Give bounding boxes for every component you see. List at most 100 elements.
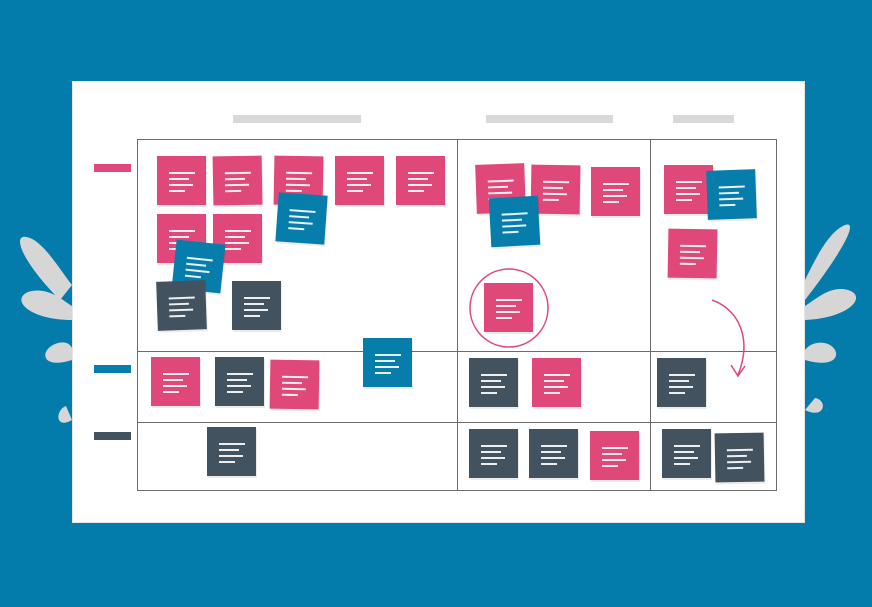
- note-text-line: [169, 236, 189, 238]
- note-text-line: [542, 198, 559, 201]
- sticky-note[interactable]: [156, 280, 207, 331]
- note-text-line: [186, 256, 213, 261]
- note-text-line: [227, 373, 253, 375]
- note-text-line: [676, 193, 700, 195]
- note-text-line: [603, 195, 627, 197]
- sticky-note[interactable]: [590, 431, 639, 480]
- note-text-line: [541, 457, 565, 459]
- note-text-line: [244, 309, 268, 311]
- note-text-line: [488, 191, 513, 194]
- note-text-line: [186, 262, 207, 267]
- note-text-line: [481, 374, 507, 376]
- note-text-line: [674, 463, 690, 465]
- note-text-line: [168, 302, 189, 305]
- note-text-line: [224, 171, 251, 174]
- note-text-line: [541, 463, 557, 465]
- note-text-line: [496, 317, 512, 319]
- row-label-3: [94, 432, 131, 440]
- column-header-3: [673, 115, 734, 123]
- note-text-line: [487, 185, 508, 188]
- note-text-line: [544, 380, 564, 382]
- note-text-line: [676, 181, 702, 183]
- note-text-line: [669, 392, 685, 394]
- note-text-line: [679, 262, 696, 265]
- note-text-line: [225, 230, 251, 232]
- sticky-note[interactable]: [469, 358, 518, 407]
- note-text-line: [244, 297, 270, 299]
- sticky-note[interactable]: [207, 427, 256, 476]
- note-text-line: [227, 379, 247, 381]
- sticky-note[interactable]: [232, 281, 281, 330]
- board-grid: [137, 139, 777, 491]
- note-text-line: [502, 230, 519, 234]
- sticky-note[interactable]: [151, 357, 200, 406]
- note-text-line: [544, 392, 560, 394]
- note-text-line: [168, 296, 195, 299]
- note-text-line: [718, 191, 739, 194]
- note-text-line: [408, 190, 424, 192]
- note-text-line: [281, 393, 298, 396]
- note-text-line: [347, 178, 367, 180]
- note-text-line: [286, 171, 313, 174]
- sticky-note[interactable]: [714, 432, 765, 483]
- sticky-note[interactable]: [335, 156, 384, 205]
- note-text-line: [219, 449, 239, 451]
- note-text-line: [163, 385, 187, 387]
- sticky-note[interactable]: [275, 192, 328, 245]
- note-text-line: [347, 184, 371, 186]
- sticky-note[interactable]: [667, 228, 718, 279]
- note-text-line: [244, 303, 264, 305]
- note-text-line: [496, 299, 522, 301]
- sticky-note[interactable]: [657, 358, 706, 407]
- note-text-line: [375, 366, 399, 368]
- note-text-line: [481, 445, 507, 447]
- note-text-line: [225, 236, 245, 238]
- note-text-line: [244, 315, 260, 317]
- note-text-line: [169, 172, 195, 174]
- note-text-line: [347, 172, 373, 174]
- note-text-line: [408, 178, 428, 180]
- note-text-line: [184, 274, 201, 278]
- sticky-note[interactable]: [706, 169, 757, 220]
- sticky-note[interactable]: [215, 357, 264, 406]
- note-text-line: [679, 256, 704, 259]
- sticky-note[interactable]: [269, 359, 320, 410]
- note-text-line: [680, 244, 707, 247]
- sticky-note[interactable]: [484, 283, 533, 332]
- note-text-line: [169, 314, 186, 317]
- note-text-line: [487, 179, 514, 182]
- note-text-line: [225, 189, 242, 192]
- note-text-line: [163, 373, 189, 375]
- note-text-line: [676, 199, 692, 201]
- note-text-line: [225, 183, 250, 186]
- sticky-note[interactable]: [591, 167, 640, 216]
- note-text-line: [544, 386, 568, 388]
- note-text-line: [224, 177, 245, 180]
- sticky-note[interactable]: [469, 429, 518, 478]
- note-text-line: [502, 224, 527, 228]
- sticky-note[interactable]: [363, 338, 412, 387]
- note-text-line: [727, 460, 752, 463]
- note-text-line: [481, 451, 501, 453]
- sticky-note[interactable]: [662, 429, 711, 478]
- note-text-line: [726, 448, 753, 451]
- note-text-line: [375, 354, 401, 356]
- sticky-note[interactable]: [664, 165, 713, 214]
- note-text-line: [169, 184, 193, 186]
- note-text-line: [288, 227, 305, 230]
- sticky-note[interactable]: [396, 156, 445, 205]
- note-text-line: [282, 381, 303, 384]
- note-text-line: [169, 308, 194, 311]
- sticky-note[interactable]: [532, 358, 581, 407]
- note-text-line: [543, 180, 570, 183]
- note-text-line: [169, 230, 195, 232]
- sticky-note[interactable]: [212, 155, 263, 206]
- sticky-note[interactable]: [529, 429, 578, 478]
- note-text-line: [481, 457, 505, 459]
- row-label-2: [94, 365, 131, 373]
- sticky-note[interactable]: [157, 156, 206, 205]
- note-text-line: [602, 447, 628, 449]
- note-text-line: [676, 187, 696, 189]
- sticky-note[interactable]: [488, 195, 541, 248]
- note-text-line: [225, 242, 249, 244]
